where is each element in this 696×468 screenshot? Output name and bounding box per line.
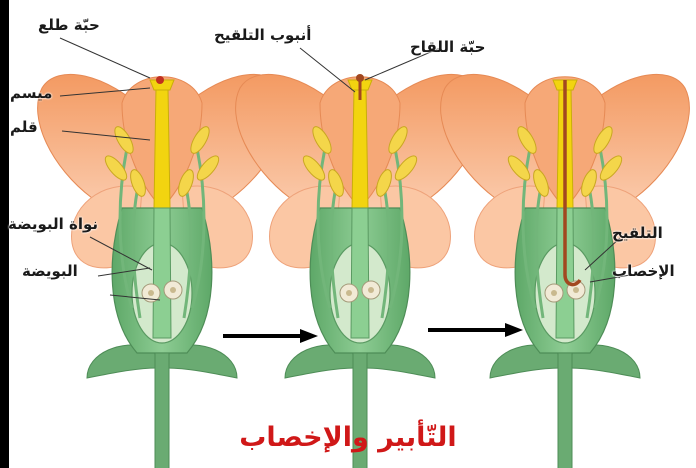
- label-fertilization: الإخصاب: [612, 262, 675, 280]
- label-pollen-tube: أنبوب التلقيح: [214, 26, 311, 44]
- arrow-2: [428, 323, 523, 337]
- label-ovule: البويضة: [22, 262, 78, 280]
- label-pollen-grain: حبّة طلع: [38, 16, 100, 34]
- label-ovule-nucleus: نواة البويضة: [8, 215, 98, 233]
- label-style: قلم: [10, 118, 38, 136]
- pollen-grain-dot: [156, 76, 164, 84]
- label-pollen-seed: حبّة اللقاح: [410, 38, 485, 56]
- diagram-title: التّأبير والإخصاب: [0, 422, 696, 453]
- label-stigma: ميسم: [10, 84, 52, 102]
- label-pollination: التلقيح: [612, 224, 663, 242]
- arrow-1: [223, 329, 318, 343]
